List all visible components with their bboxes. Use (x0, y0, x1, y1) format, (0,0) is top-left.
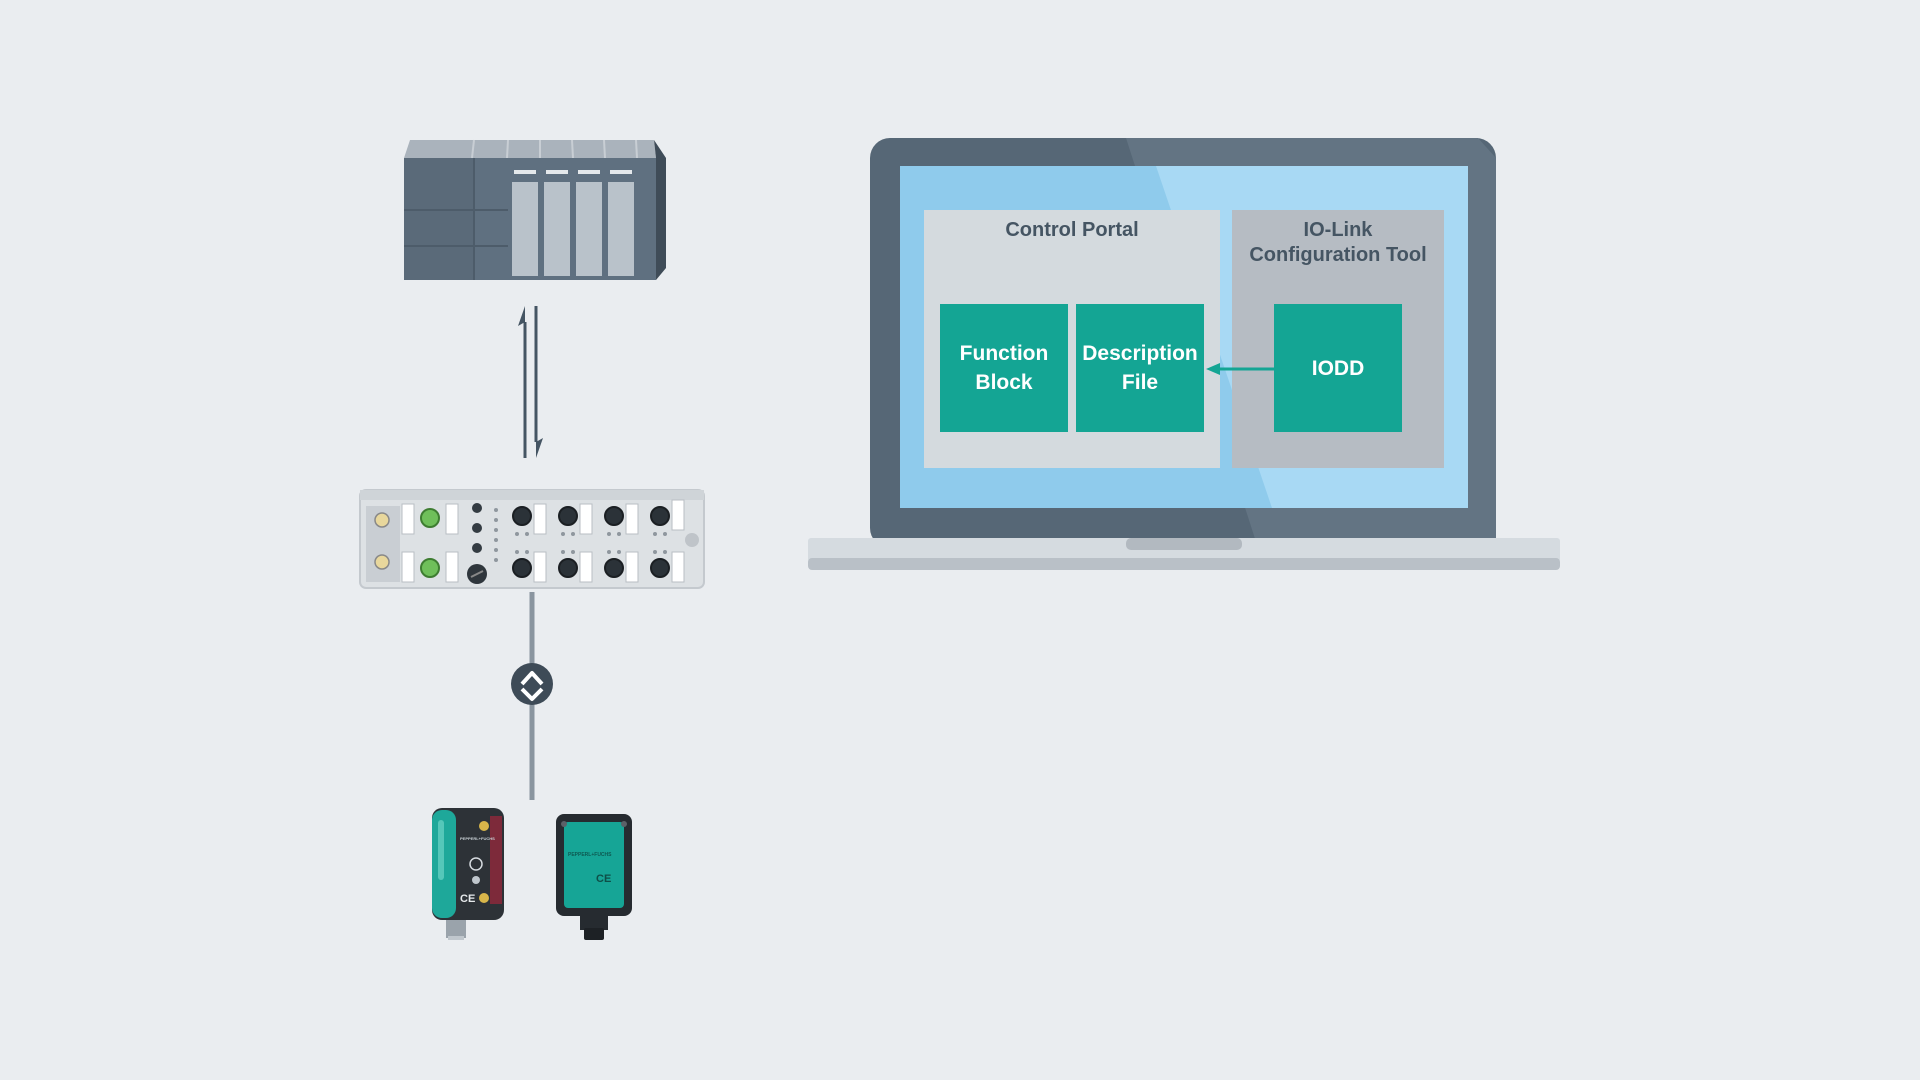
io-link-master-hub (359, 489, 705, 589)
description-file-line1: Description (1082, 342, 1198, 365)
io-link-symbol-icon (511, 663, 553, 705)
function-block-box: Function Block (940, 304, 1068, 432)
iodd-label: IODD (1311, 356, 1365, 380)
photoelectric-sensor: PEPPERL+FUCHS CE (432, 808, 504, 940)
bidirectional-arrow-icon (518, 306, 543, 458)
config-tool-title: IO-Link Configuration Tool (1232, 218, 1444, 268)
sensor-ce-mark: CE (596, 873, 611, 885)
description-file-box: Description File (1076, 304, 1204, 432)
distance-sensor: PEPPERL+FUCHS CE (556, 814, 632, 940)
config-tool-title-line1: IO-Link (1303, 219, 1373, 241)
plc-controller (404, 139, 666, 280)
config-tool-title-line2: Configuration Tool (1249, 244, 1427, 266)
sensor-brand-label: PEPPERL+FUCHS (460, 836, 495, 841)
sensor-ce-mark: CE (460, 893, 475, 905)
sensor-brand-label: PEPPERL+FUCHS (568, 852, 612, 858)
iodd-box: IODD (1274, 304, 1402, 432)
function-block-line2: Block (975, 371, 1033, 394)
description-file-line2: File (1121, 371, 1159, 394)
control-portal-title: Control Portal (1005, 219, 1139, 241)
function-block-line1: Function (959, 342, 1049, 365)
iodd-to-description-arrow (1206, 363, 1274, 375)
